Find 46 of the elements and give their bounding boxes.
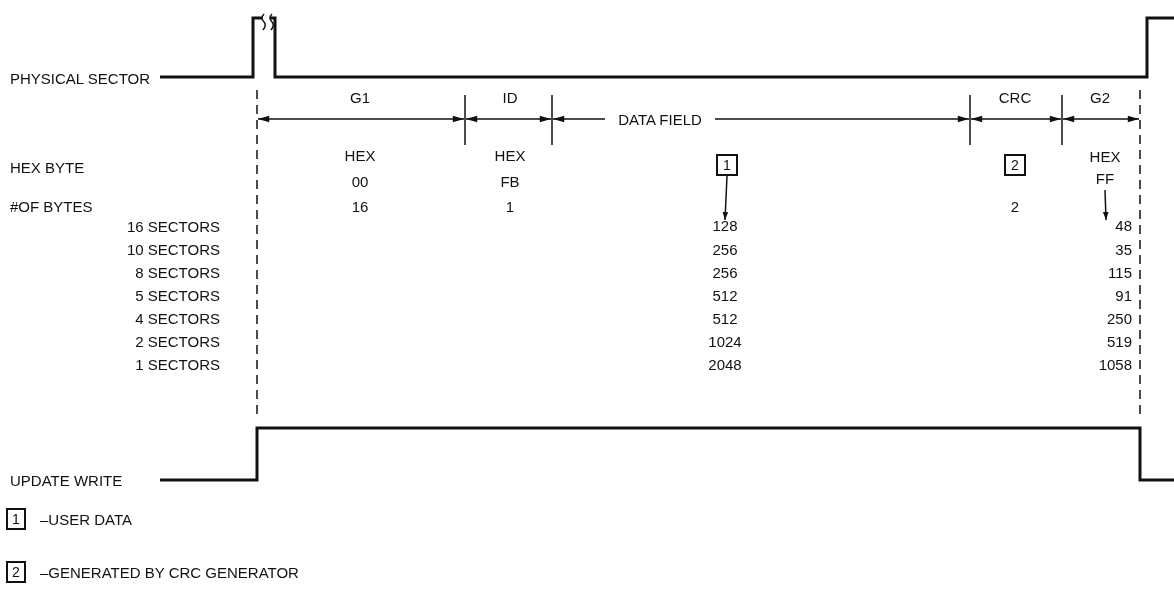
table-value: 2 <box>1010 198 1020 214</box>
reference-number-box: 1 <box>716 154 738 176</box>
table-value: 250 <box>1106 310 1132 326</box>
signal-name: PHYSICAL SECTOR <box>10 70 151 86</box>
table-value: 2048 <box>708 356 742 372</box>
table-value: 512 <box>712 310 738 326</box>
row-label: 10 SECTORS <box>126 241 220 257</box>
table-value: 16 <box>351 198 369 214</box>
note-text: –USER DATA <box>40 511 132 527</box>
table-value: 256 <box>712 264 738 280</box>
table-value: FB <box>500 173 520 189</box>
row-label: 1 SECTORS <box>135 356 220 372</box>
field-label: CRC <box>998 89 1032 105</box>
table-value: 128 <box>705 216 745 236</box>
field-label: G2 <box>1090 89 1110 105</box>
table-value: HEX <box>344 147 376 163</box>
table-value: 519 <box>1106 333 1132 349</box>
arrow <box>722 175 729 221</box>
table-value: 1024 <box>708 333 742 349</box>
row-label: #OF BYTES <box>10 198 93 214</box>
reference-number-box: 2 <box>6 561 26 583</box>
row-label: 4 SECTORS <box>135 310 220 326</box>
table-value: 115 <box>1108 264 1132 280</box>
reference-number-box: 2 <box>1004 154 1026 176</box>
field-label: G1 <box>350 89 370 105</box>
field-label: ID <box>502 89 518 105</box>
signal-name: UPDATE WRITE <box>10 472 123 488</box>
table-value: 1058 <box>1098 356 1132 372</box>
note-text: –GENERATED BY CRC GENERATOR <box>40 564 299 580</box>
row-label: 16 SECTORS <box>126 218 220 234</box>
row-label: 2 SECTORS <box>135 333 220 349</box>
field-label: DATA FIELD <box>618 111 702 127</box>
table-value: 1 <box>505 198 515 214</box>
table-value: HEX FF <box>1080 146 1130 190</box>
table-value: HEX <box>494 147 526 163</box>
row-label: HEX BYTE <box>10 159 85 175</box>
reference-number-box: 1 <box>6 508 26 530</box>
row-label: 5 SECTORS <box>135 287 220 303</box>
table-value: 512 <box>712 287 738 303</box>
row-label: 8 SECTORS <box>135 264 220 280</box>
arrow <box>1102 189 1109 221</box>
table-value: 00 <box>351 173 369 189</box>
table-value: 35 <box>1115 241 1132 257</box>
table-value: 256 <box>712 241 738 257</box>
table-value: 91 <box>1115 287 1132 303</box>
table-value: 48 <box>1080 216 1132 236</box>
